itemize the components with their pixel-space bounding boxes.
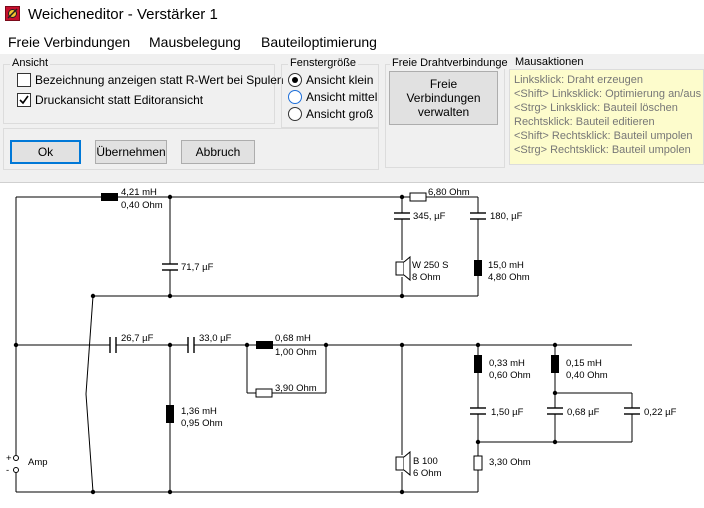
- label-ind-15-2: 4,80 Ohm: [488, 272, 530, 283]
- label-cap-717: 71,7 µF: [181, 262, 214, 273]
- label-top-ind-1: 4,21 mH: [121, 187, 157, 198]
- radio-ansicht-mittel[interactable]: [288, 90, 302, 104]
- label-ind-136-2: 0,95 Ohm: [181, 418, 223, 429]
- radio-ansicht-klein[interactable]: [288, 73, 302, 87]
- menu-bauteiloptimierung[interactable]: Bauteiloptimierung: [261, 34, 377, 50]
- label-tweeter-1: W 250 S: [412, 260, 448, 271]
- maus-group: Mausaktionen: [509, 56, 704, 166]
- checkmark-icon: [19, 95, 29, 105]
- nodes: [13, 194, 558, 495]
- fenster-group: Fenstergröße Ansicht klein Ansicht mitte…: [281, 57, 379, 128]
- checkbox-druckansicht[interactable]: [17, 93, 31, 107]
- label-cap-150: 1,50 µF: [491, 407, 524, 418]
- label-tweeter-2: 8 Ohm: [412, 272, 441, 283]
- cancel-button[interactable]: Abbruch: [181, 140, 255, 164]
- maus-line-6: <Strg> Rechtsklick: Bauteil umpolen: [514, 144, 691, 156]
- label-ind-068-2: 1,00 Ohm: [275, 347, 317, 358]
- label-minus: -: [6, 465, 9, 476]
- title-bar: Weicheneditor - Verstärker 1: [0, 0, 704, 30]
- label-ind-015-2: 0,40 Ohm: [566, 370, 608, 381]
- fenster-title: Fenstergröße: [288, 57, 359, 69]
- radio-ansicht-gross[interactable]: [288, 107, 302, 121]
- label-ind-15-1: 15,0 mH: [488, 260, 524, 271]
- label-cap-330: 33,0 µF: [199, 333, 232, 344]
- label-ind-033-2: 0,60 Ohm: [489, 370, 531, 381]
- maus-line-4: Rechtsklick: Bauteil editieren: [514, 116, 655, 128]
- checkbox-bezeichnung[interactable]: [17, 73, 31, 87]
- capacitors: [109, 212, 640, 415]
- window-title: Weicheneditor - Verstärker 1: [28, 6, 218, 23]
- wires: [15, 196, 633, 493]
- label-cap-022: 0,22 µF: [644, 407, 677, 418]
- radio-ansicht-mittel-label: Ansicht mittel: [306, 90, 378, 104]
- menu-freie-verbindungen[interactable]: Freie Verbindungen: [8, 34, 131, 50]
- speakers: [395, 255, 411, 477]
- buttons-group: [3, 128, 379, 170]
- ansicht-group: Ansicht Bezeichnung anzeigen statt R-Wer…: [3, 57, 284, 124]
- menu-bar: Freie Verbindungen Mausbelegung Bauteilo…: [0, 30, 704, 54]
- label-woofer-1: B 100: [413, 456, 438, 467]
- amp-terminals: [13, 455, 19, 473]
- label-ind-136-1: 1,36 mH: [181, 406, 217, 417]
- freie-group: Freie Drahtverbindunge: [385, 57, 510, 168]
- labels: 4,21 mH 0,40 Ohm 6,80 Ohm 345, µF 180, µ…: [6, 187, 677, 479]
- label-cap-345: 345, µF: [413, 211, 446, 222]
- label-plus: +: [6, 453, 12, 464]
- menu-mausbelegung[interactable]: Mausbelegung: [149, 34, 241, 50]
- maus-line-3: <Strg> Linksklick: Bauteil löschen: [514, 102, 678, 114]
- label-cap-068: 0,68 µF: [567, 407, 600, 418]
- label-top-ind-2: 0,40 Ohm: [121, 200, 163, 211]
- checkbox-bezeichnung-label: Bezeichnung anzeigen statt R-Wert bei Sp…: [35, 73, 284, 87]
- maus-title: Mausaktionen: [513, 56, 586, 68]
- label-res-330: 3,30 Ohm: [489, 457, 531, 468]
- resistors: [255, 192, 483, 471]
- label-top-res: 6,80 Ohm: [428, 187, 470, 198]
- label-ind-033-1: 0,33 mH: [489, 358, 525, 369]
- freie-title: Freie Drahtverbindunge: [390, 57, 510, 69]
- label-amp: Amp: [28, 457, 48, 468]
- maus-help-box: Linksklick: Draht erzeugen <Shift> Links…: [509, 69, 704, 165]
- apply-button[interactable]: Übernehmen: [95, 140, 167, 164]
- ok-button[interactable]: Ok: [10, 140, 81, 164]
- label-cap-267: 26,7 µF: [121, 333, 154, 344]
- checkbox-druckansicht-label: Druckansicht statt Editoransicht: [35, 93, 204, 107]
- radio-ansicht-gross-label: Ansicht groß: [306, 107, 374, 121]
- radio-ansicht-klein-label: Ansicht klein: [306, 73, 374, 87]
- maus-line-2: <Shift> Linksklick: Optimierung an/aus: [514, 88, 702, 100]
- label-cap-180: 180, µF: [490, 211, 523, 222]
- freie-verbindungen-button[interactable]: Freie Verbindungen verwalten: [389, 71, 498, 125]
- inductors: [101, 193, 559, 423]
- label-ind-015-1: 0,15 mH: [566, 358, 602, 369]
- label-woofer-2: 6 Ohm: [413, 468, 442, 479]
- maus-line-5: <Shift> Rechtsklick: Bauteil umpolen: [514, 130, 693, 142]
- ansicht-title: Ansicht: [10, 57, 51, 69]
- label-ind-068-1: 0,68 mH: [275, 333, 311, 344]
- maus-line-1: Linksklick: Draht erzeugen: [514, 74, 644, 86]
- label-res-390: 3,90 Ohm: [275, 383, 317, 394]
- app-icon: [5, 6, 20, 21]
